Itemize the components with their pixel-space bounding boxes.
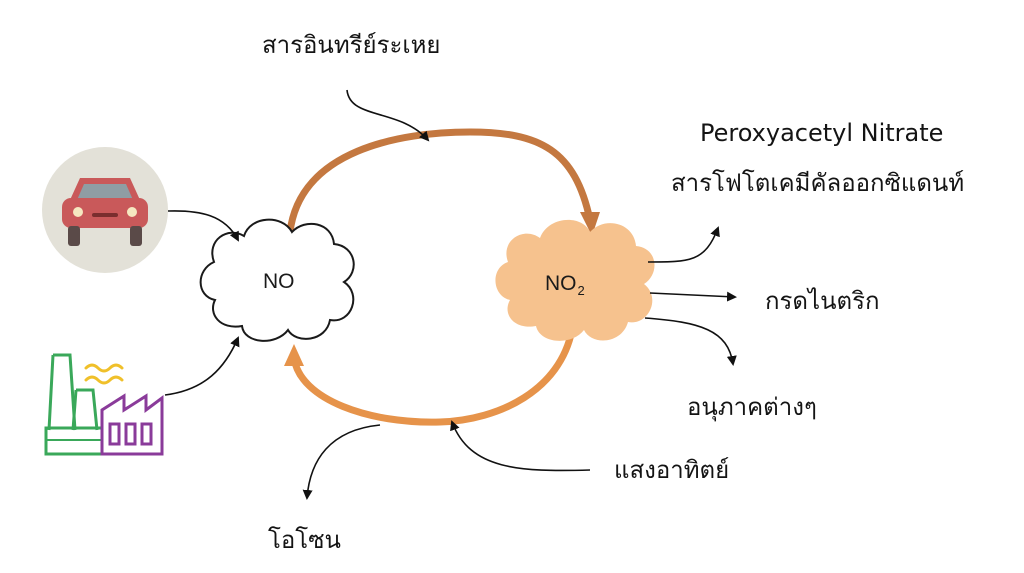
car-icon [42,147,168,273]
sunlight-to-cycle-arrow [450,420,591,472]
bottom-arc-arrowhead [284,344,304,366]
no2-label: NO2 [545,272,585,298]
no2-label-text: NO [545,272,577,295]
factory-to-no-arrow [164,336,240,396]
top-arc-arrowhead [580,212,600,236]
top-cycle-arc [286,128,594,236]
factory-icon [44,353,164,456]
photochemical-oxidants-label: สารโฟโตเคมีคัลออกซิแดนท์ [671,169,965,197]
no2-label-subscript: 2 [577,283,585,298]
no-cloud [199,218,355,342]
no-label: NO [263,270,295,294]
nitric-acid-label: กรดไนตริก [765,287,880,315]
pan-label: Peroxyacetyl Nitrate [700,119,944,147]
organic-to-cycle-arrow [346,89,430,142]
no2-to-particles-arrow [644,317,737,366]
heat-waves-icon [84,363,124,385]
ozone-label: โอโซน [268,526,341,554]
no2-cloud [495,219,655,341]
sunlight-label: แสงอาทิตย์ [614,456,730,484]
particles-label: อนุภาคต่างๆ [687,393,817,421]
cycle-to-ozone-arrow [302,424,381,500]
organic-compounds-label: สารอินทรีย์ระเหย [262,31,441,59]
no2-to-pan-arrow [647,226,720,263]
no-label-text: NO [263,270,295,293]
car-to-no-arrow [167,210,239,242]
no2-to-nitric-acid-arrow [649,291,737,302]
bottom-cycle-arc [290,326,576,426]
